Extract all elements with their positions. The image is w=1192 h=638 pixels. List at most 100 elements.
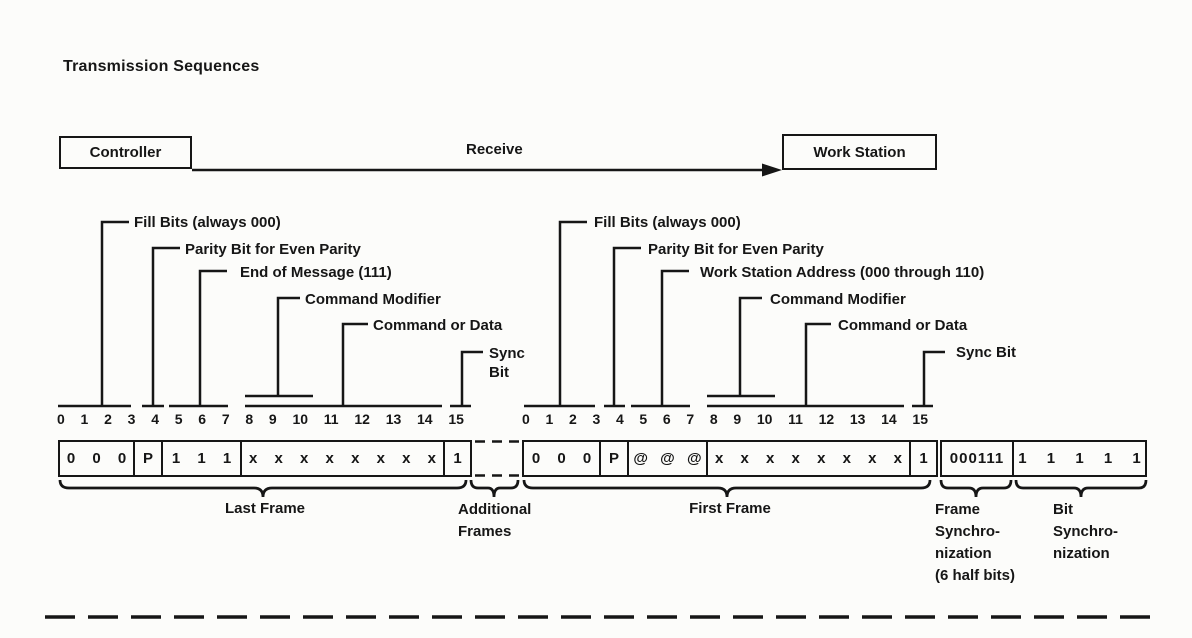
callout-first-parity: Parity Bit for Even Parity [648,241,824,258]
bit-word: Bit [489,364,509,381]
receive-label: Receive [466,141,523,158]
bit-number: 4 [615,411,624,427]
bit-number: 15 [912,411,928,427]
bit-number: 6 [662,411,671,427]
callout-line-last-fill-bits [58,220,131,408]
bit-number: 0 [522,411,530,427]
bit-number: 5 [639,411,648,427]
last-frame-register: 0 0 0 P 1 1 1 x x x x x x x x 1 [58,440,472,477]
callout-line-last-command-or-data [245,322,442,408]
callout-line-first-fill-bits [524,220,595,408]
callout-first-command-or-data: Command or Data [838,317,968,334]
sync-word: Sync [489,345,525,362]
callout-line-last-sync-bit [450,350,483,408]
first-frame-brace [522,479,932,498]
bit-number: 7 [221,411,230,427]
bit-number: 11 [323,411,339,427]
bit-number: 14 [417,411,433,427]
callout-line-first-parity [604,246,641,408]
first-frame-cell-address: @ @ @ [629,442,708,475]
bit-sync-brace [1014,479,1148,498]
sync-registers: 000111 1 1 1 1 1 [940,440,1147,477]
frame-sync-cell: 000111 [942,442,1014,475]
bit-number: 12 [354,411,370,427]
work-station-box: Work Station [782,134,937,170]
bit-number: 9 [268,411,277,427]
callout-last-eom: End of Message (111) [240,264,392,281]
bit-number: 4 [151,411,159,427]
callout-last-command-modifier: Command Modifier [305,291,441,308]
bit-sync-cell: 1 1 1 1 1 [1018,450,1141,467]
work-station-label: Work Station [813,143,906,161]
callout-line-first-ws-address [631,269,690,408]
callout-line-first-command-or-data [707,322,904,408]
caption-line: Synchro- [1053,523,1119,540]
callout-first-fill-bits: Fill Bits (always 000) [594,214,741,231]
caption-line: nization [1053,545,1110,562]
controller-label: Controller [89,144,162,161]
bit-number: 14 [881,411,897,427]
last-frame-caption: Last Frame [224,500,306,517]
caption-line: Bit [1053,501,1073,518]
caption-line: Frame [935,501,981,518]
callout-first-command-modifier: Command Modifier [770,291,906,308]
caption-line: Frames [458,523,512,540]
receive-arrowhead-icon [762,163,782,177]
bit-number: 6 [198,411,207,427]
controller-box: Controller [59,136,192,169]
last-frame-cell-sync: 1 [453,450,462,467]
callout-line-last-command-modifier [245,296,313,398]
last-frame-cell-parity: P [135,442,163,475]
bit-number: 3 [127,411,136,427]
bit-number: 8 [245,411,254,427]
bit-number: 7 [686,411,695,427]
last-frame-cell-eom: 1 1 1 [163,442,242,475]
bit-number: 15 [448,411,464,427]
bit-number: 1 [545,411,554,427]
additional-frames-dashed-box [475,440,519,477]
additional-frames-brace [469,479,520,498]
first-frame-cell-parity: P [601,442,629,475]
bit-number: 2 [104,411,112,427]
caption-line: nization [935,545,992,562]
bit-number: 9 [733,411,742,427]
callout-last-parity: Parity Bit for Even Parity [185,241,361,258]
bit-number: 12 [818,411,835,427]
bit-number: 10 [756,411,773,427]
callout-line-first-sync-bit [912,350,945,408]
caption-line: Synchro- [935,523,1001,540]
bit-number: 1 [80,411,89,427]
bit-number: 10 [292,411,309,427]
bit-number: 13 [849,411,866,427]
frame-sync-brace [939,479,1013,498]
callout-line-first-command-modifier [707,296,775,398]
bit-number: 13 [385,411,402,427]
last-frame-cell-fill-bits: 0 0 0 [60,442,135,475]
callout-first-ws-address: Work Station Address (000 through 110) [700,264,985,281]
caption-line: Additional [458,501,532,518]
first-frame-caption: First Frame [689,500,771,517]
callout-first-sync-bit: Sync Bit [956,344,1017,361]
last-frame-cell-command-or-data: x x x x x x x x [242,442,445,475]
first-frame-cell-fill-bits: 0 0 0 [524,442,601,475]
first-frame-register: 0 0 0 P @ @ @ x x x x x x x x 1 [522,440,938,477]
bit-number: 5 [174,411,183,427]
first-frame-cell-command-or-data: x x x x x x x x [708,442,911,475]
caption-line: (6 half bits) [935,567,1016,584]
callout-last-fill-bits: Fill Bits (always 000) [134,214,281,231]
page-title: Transmission Sequences [63,58,260,75]
callout-line-last-eom [169,269,228,408]
bit-number: 11 [788,411,803,427]
bit-number: 3 [592,411,601,427]
bit-number: 2 [568,411,577,427]
last-frame-brace [58,479,468,498]
bit-number: 8 [709,411,718,427]
